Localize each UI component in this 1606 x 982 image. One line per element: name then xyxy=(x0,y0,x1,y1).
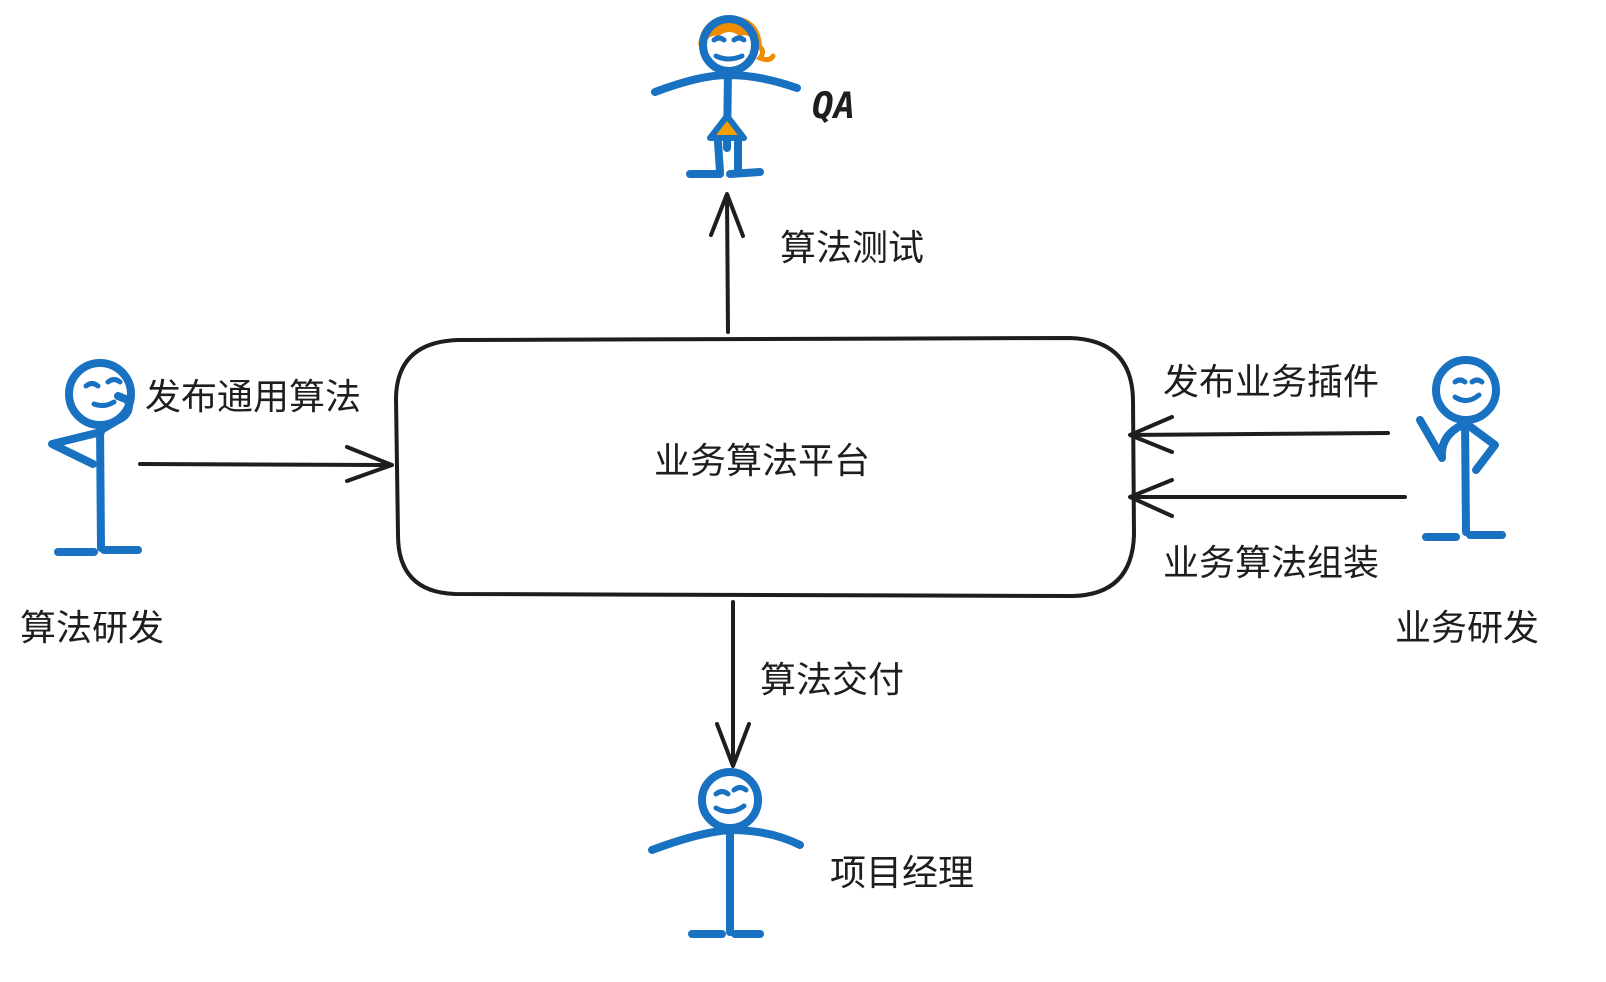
business-dev-figure xyxy=(1416,356,1506,541)
label-publish-business-plugin: 发布业务插件 xyxy=(1163,362,1379,403)
arrow-publish-common-algorithm xyxy=(138,445,394,483)
qa-dress xyxy=(707,113,747,141)
label-publish-common-algorithm: 发布通用算法 xyxy=(145,377,361,418)
arrow-business-algorithm-assembly xyxy=(1128,478,1407,518)
label-business-dev: 业务研发 xyxy=(1395,608,1539,649)
label-qa: QA xyxy=(812,86,855,127)
algorithm-dev-figure xyxy=(48,359,142,556)
arrow-algorithm-test xyxy=(709,192,745,334)
project-manager-figure xyxy=(648,768,804,938)
label-algorithm-test: 算法测试 xyxy=(780,228,924,269)
label-business-algorithm-assembly: 业务算法组装 xyxy=(1163,543,1379,584)
label-algorithm-delivery: 算法交付 xyxy=(760,660,904,701)
qa-figure xyxy=(651,15,801,178)
platform-label: 业务算法平台 xyxy=(654,441,870,482)
arrow-publish-business-plugin xyxy=(1128,415,1390,454)
label-project-manager: 项目经理 xyxy=(830,853,974,894)
platform-box: 业务算法平台 xyxy=(394,336,1136,598)
arrow-algorithm-delivery xyxy=(715,600,751,768)
label-algorithm-dev: 算法研发 xyxy=(20,608,164,649)
